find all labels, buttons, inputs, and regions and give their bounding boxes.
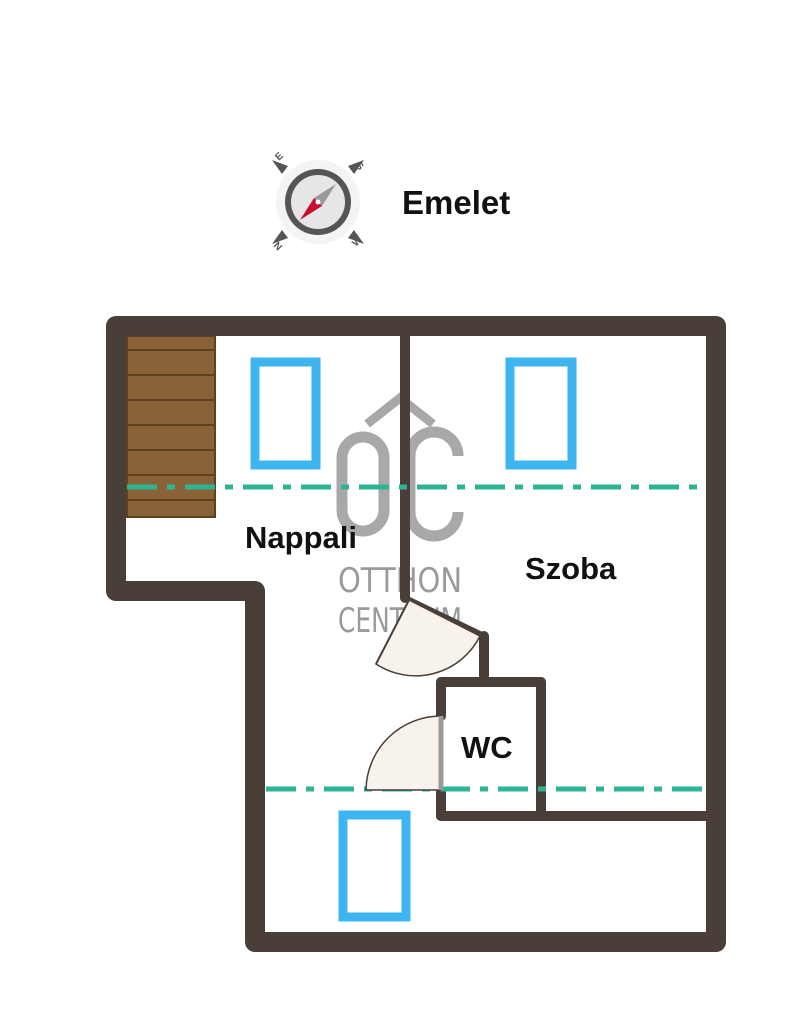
room-label-bedroom: Szoba bbox=[525, 551, 617, 586]
roof-slope-lines bbox=[127, 484, 706, 792]
door-bedroom bbox=[375, 598, 482, 677]
compass-icon bbox=[272, 160, 364, 244]
room-label-toilet: WC bbox=[461, 730, 513, 765]
roof-window bbox=[505, 357, 577, 470]
compass-letter-n: N bbox=[271, 240, 284, 253]
floor-title: Emelet bbox=[402, 184, 510, 221]
roof-window bbox=[338, 810, 411, 922]
walls bbox=[106, 316, 726, 952]
staircase bbox=[126, 335, 216, 518]
compass-letter-e: E bbox=[273, 150, 286, 163]
roof-windows bbox=[250, 357, 577, 922]
room-label-living: Nappali bbox=[245, 520, 357, 555]
roof-window bbox=[250, 357, 321, 470]
door-wc bbox=[365, 715, 444, 791]
